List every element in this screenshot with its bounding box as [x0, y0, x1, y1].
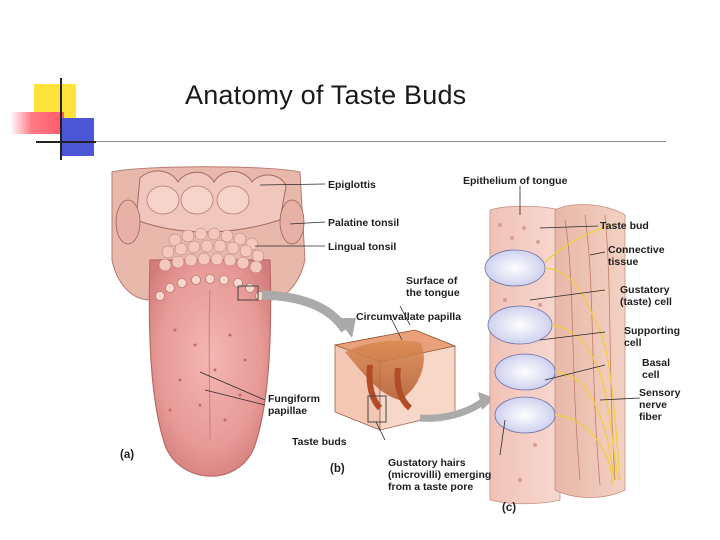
- label-gustatory-1: Gustatory: [620, 284, 670, 296]
- panel-a-letter: (a): [120, 449, 134, 461]
- tongue-illustration: [112, 167, 305, 476]
- label-hairs-1: Gustatory hairs: [388, 457, 466, 469]
- label-gustatory-2: (taste) cell: [620, 296, 672, 308]
- label-epithelium: Epithelium of tongue: [463, 175, 568, 187]
- taste-bud-tissue-illustration: [485, 205, 625, 504]
- label-circumvallate: Circumvallate papilla: [356, 311, 461, 323]
- label-papillae: papillae: [268, 405, 307, 417]
- label-sensory-3: fiber: [639, 411, 662, 423]
- panel-b-letter: (b): [330, 463, 345, 475]
- label-sensory-2: nerve: [639, 399, 667, 411]
- label-hairs-3: from a taste pore: [388, 481, 473, 493]
- label-surface-2: the tongue: [406, 287, 460, 299]
- label-surface-1: Surface of: [406, 275, 458, 287]
- label-epiglottis: Epiglottis: [328, 179, 376, 191]
- label-palatine-tonsil: Palatine tonsil: [328, 217, 399, 229]
- curved-arrow-to-papilla: [262, 295, 345, 330]
- label-taste-buds: Taste buds: [292, 436, 347, 448]
- label-hairs-2: (microvilli) emerging: [388, 469, 491, 481]
- label-sensory-1: Sensory: [639, 387, 681, 399]
- panel-c-letter: (c): [502, 502, 516, 514]
- label-basal-1: Basal: [642, 357, 670, 369]
- label-fungiform: Fungiform: [268, 393, 320, 405]
- label-lingual-tonsil: Lingual tonsil: [328, 241, 396, 253]
- label-supporting-1: Supporting: [624, 325, 680, 337]
- label-basal-2: cell: [642, 369, 660, 381]
- label-taste-bud: Taste bud: [600, 220, 649, 232]
- label-connective-2: tissue: [608, 256, 639, 268]
- label-connective-1: Connective: [608, 244, 665, 256]
- label-supporting-2: cell: [624, 337, 642, 349]
